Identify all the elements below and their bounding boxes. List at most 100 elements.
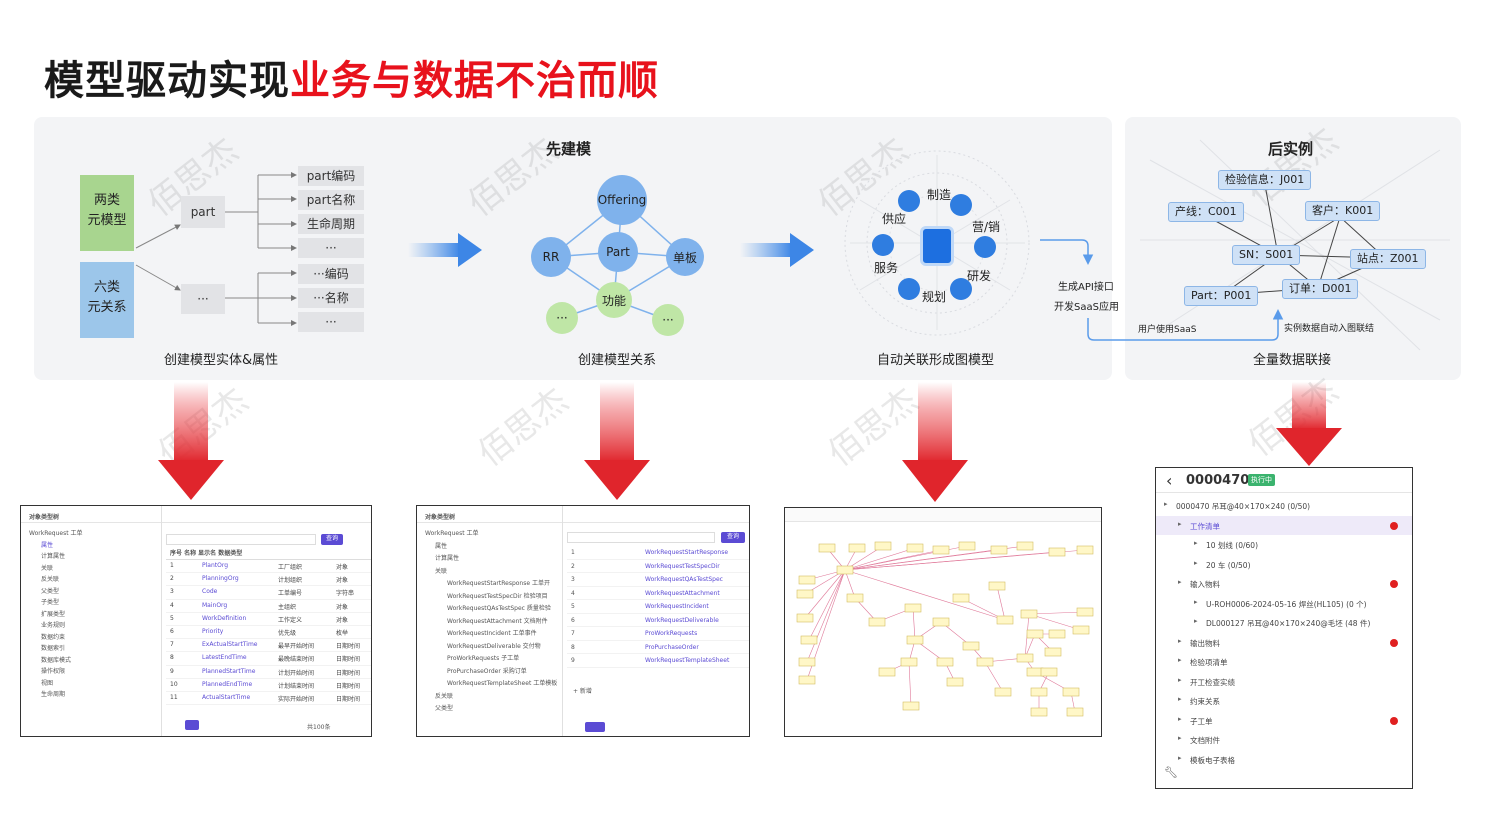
tree-node[interactable]: ▸工作清单 [1156,515,1412,535]
graph-node[interactable] [868,617,886,627]
graph-node[interactable] [796,613,814,623]
tree-item[interactable]: 属性 [435,542,448,550]
graph-node[interactable] [1026,667,1044,677]
tree-item[interactable]: ProWorkRequests 子工单 [447,655,520,662]
graph-node[interactable] [874,541,892,551]
graph-node[interactable] [1076,607,1094,617]
graph-node[interactable] [994,687,1012,697]
graph-node[interactable] [902,701,920,711]
tree-node[interactable]: ▸20 车 (0/50) [1156,555,1412,575]
graph-node[interactable] [1072,625,1090,635]
graph-node[interactable] [796,589,814,599]
graph-node[interactable] [1030,707,1048,717]
expand-icon[interactable]: ▸ [1194,539,1198,547]
graph-node[interactable] [952,593,970,603]
graph-node[interactable] [1026,629,1044,639]
graph-node[interactable] [932,617,950,627]
expand-icon[interactable]: ▸ [1194,597,1198,606]
tree-node[interactable]: ▸文档附件 [1156,730,1412,750]
graph-node[interactable] [988,581,1006,591]
graph-node[interactable] [848,543,866,553]
tree-item[interactable]: WorkRequestQAsTestSpec 质量检验 [447,605,551,612]
tree-node[interactable]: ▸约束关系 [1156,691,1412,711]
tree-item[interactable]: 反关联 [435,692,454,700]
wrench-icon[interactable]: 🔧︎ [1164,766,1178,779]
graph-node[interactable] [1048,629,1066,639]
graph-node[interactable] [798,675,816,685]
expand-icon[interactable]: ▸ [1178,695,1182,703]
graph-node[interactable] [878,667,896,677]
tree-item[interactable]: 业务规则 [41,622,66,629]
tree-item[interactable]: 计算属性 [41,553,66,560]
graph-node[interactable] [1016,541,1034,551]
tree-item[interactable]: WorkRequestDeliverable 交付物 [447,642,541,650]
graph-node[interactable] [1016,653,1034,663]
expand-icon[interactable]: ▸ [1178,636,1182,645]
expand-icon[interactable]: ▸ [1178,675,1182,684]
graph-node[interactable] [946,677,964,687]
tree-item[interactable]: WorkRequestAttachment 文档附件 [447,617,548,625]
tree-item[interactable]: 属性 [41,541,54,549]
tree-item[interactable]: 数据索引 [41,645,66,652]
expand-icon[interactable]: ▸ [1194,617,1198,625]
tree-item[interactable]: WorkRequest 工单 [29,530,83,537]
tree-node[interactable]: ▸U-ROH0006-2024-05-16 焊丝(HL105) (0 个) [1156,594,1412,614]
tree-node[interactable]: ▸DL000127 吊耳@40×170×240@毛坯 (48 件) [1156,613,1412,633]
expand-icon[interactable]: ▸ [1178,714,1182,723]
expand-icon[interactable]: ▸ [1178,753,1182,762]
expand-icon[interactable]: ▸ [1194,558,1198,567]
expand-icon[interactable]: ▸ [1178,656,1182,664]
graph-node[interactable] [1044,647,1062,657]
tree-node[interactable]: ▸模板电子表格 [1156,750,1412,770]
tree-item[interactable]: 操作权限 [41,668,66,675]
tree-item[interactable]: 数据约束 [41,633,66,641]
search-button[interactable]: 查询 [721,532,745,543]
tree-item[interactable]: 计算属性 [435,555,460,562]
graph-node[interactable] [906,543,924,553]
graph-node[interactable] [836,565,854,575]
graph-node[interactable] [1062,687,1080,697]
tree-item[interactable]: 关联 [435,567,448,575]
expand-icon[interactable]: ▸ [1178,734,1182,742]
tree-item[interactable]: 反关联 [41,576,60,583]
graph-node[interactable] [1040,667,1058,677]
tree-node[interactable]: ▸子工单 [1156,711,1412,731]
graph-node[interactable] [990,545,1008,555]
graph-node[interactable] [798,657,816,667]
graph-node[interactable] [818,543,836,553]
graph-node[interactable] [904,603,922,613]
basic-tab[interactable] [185,720,199,730]
graph-node[interactable] [1030,687,1048,697]
tree-node[interactable]: ▸0000470 吊耳@40×170×240 (0/50) [1156,496,1412,516]
expand-icon[interactable]: ▸ [1178,519,1182,528]
graph-node[interactable] [962,641,980,651]
search-button[interactable]: 查询 [321,534,343,545]
tree-item[interactable]: 父类型 [41,587,60,595]
expand-icon[interactable]: ▸ [1178,578,1182,586]
graph-node[interactable] [906,635,924,645]
graph-node[interactable] [1066,707,1084,717]
add-button[interactable]: + 新增 [573,688,592,695]
tree-item[interactable]: 数据库模式 [41,656,72,664]
graph-node[interactable] [900,657,918,667]
tree-item[interactable]: ProPurchaseOrder 采购订单 [447,667,527,675]
tree-item[interactable]: 扩展类型 [41,610,66,618]
graph-node[interactable] [936,657,954,667]
graph-node[interactable] [976,657,994,667]
graph-node[interactable] [996,615,1014,625]
tree-item[interactable]: WorkRequestTemplateSheet 工单模板 [447,680,558,687]
graph-node[interactable] [1076,545,1094,555]
tree-node[interactable]: ▸开工检查实绩 [1156,672,1412,692]
